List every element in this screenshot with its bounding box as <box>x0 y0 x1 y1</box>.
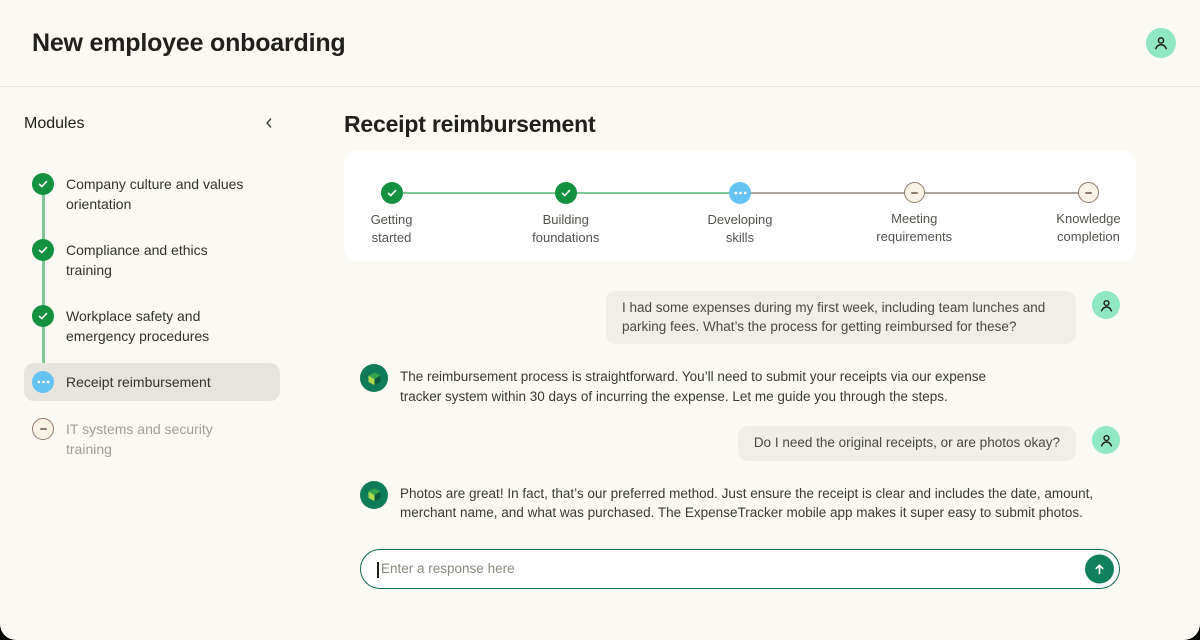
user-message-bubble: Do I need the original receipts, or are … <box>737 426 1076 461</box>
app-header: New employee onboarding <box>0 0 1200 87</box>
user-message-row: Do I need the original receipts, or are … <box>360 426 1120 461</box>
app-title: New employee onboarding <box>32 28 346 57</box>
in-progress-icon <box>729 182 751 204</box>
stepper-connector <box>565 192 740 194</box>
person-icon <box>1098 297 1115 314</box>
user-avatar <box>1092 426 1120 454</box>
check-icon <box>32 239 54 261</box>
page-title: Receipt reimbursement <box>344 111 596 137</box>
assistant-message-text: Photos are great! In fact, that’s our pr… <box>400 485 1094 521</box>
stepper-connector <box>914 192 1089 194</box>
module-progress-line <box>41 184 45 379</box>
chat-input-row <box>360 548 1120 589</box>
user-message-bubble: I had some expenses during my first week… <box>606 291 1076 344</box>
stepper-connector <box>740 192 915 194</box>
chat-input[interactable] <box>361 549 1119 588</box>
user-message-row: I had some expenses during my first week… <box>360 291 1120 344</box>
sidebar-item-label: Receipt reimbursement <box>66 374 211 390</box>
cube-logo-icon <box>366 486 383 503</box>
user-avatar <box>1092 291 1120 319</box>
pending-icon <box>903 182 925 203</box>
assistant-avatar <box>360 364 388 392</box>
assistant-avatar <box>360 480 388 509</box>
sidebar-item[interactable]: Receipt reimbursement <box>24 363 280 401</box>
chat-thread: I had some expenses during my first week… <box>360 291 1120 523</box>
assistant-message-row: Photos are great! In fact, that’s our pr… <box>360 480 1120 523</box>
user-avatar[interactable] <box>1146 28 1176 58</box>
pending-icon <box>1077 182 1099 203</box>
sidebar-header: Modules <box>24 113 280 135</box>
chevron-left-icon <box>261 115 277 134</box>
person-icon <box>1152 34 1170 52</box>
check-icon <box>554 182 577 204</box>
person-icon <box>1098 432 1115 449</box>
text-cursor <box>377 561 379 578</box>
sidebar-item[interactable]: Compliance and ethics training <box>24 231 280 288</box>
pending-icon <box>32 418 54 440</box>
sidebar-item-label: IT systems and security training <box>66 421 213 457</box>
check-icon <box>380 182 403 204</box>
stepper-connector <box>391 192 566 194</box>
sidebar-title: Modules <box>24 115 85 132</box>
sidebar-item-label: Company culture and values orientation <box>66 176 244 212</box>
send-button[interactable] <box>1085 554 1114 583</box>
assistant-message-row: The reimbursement process is straightfor… <box>360 364 1120 406</box>
sidebar-item[interactable]: Company culture and values orientation <box>24 165 280 222</box>
check-icon <box>32 173 54 195</box>
sidebar-collapse-button[interactable] <box>258 113 280 135</box>
cube-logo-icon <box>366 370 383 387</box>
sidebar-item-label: Workplace safety and emergency procedure… <box>66 308 210 344</box>
sidebar: Modules Company culture and values orien… <box>0 87 300 640</box>
arrow-up-icon <box>1092 561 1107 576</box>
sidebar-item[interactable]: Workplace safety and emergency procedure… <box>24 297 280 354</box>
check-icon <box>32 305 54 327</box>
body-row: Modules Company culture and values orien… <box>0 87 1200 640</box>
assistant-message-text: The reimbursement process is straightfor… <box>400 369 987 404</box>
in-progress-icon <box>32 371 54 393</box>
sidebar-item[interactable]: IT systems and security training <box>24 410 280 467</box>
sidebar-item-label: Compliance and ethics training <box>66 242 208 278</box>
chat-input-pill <box>360 548 1120 589</box>
